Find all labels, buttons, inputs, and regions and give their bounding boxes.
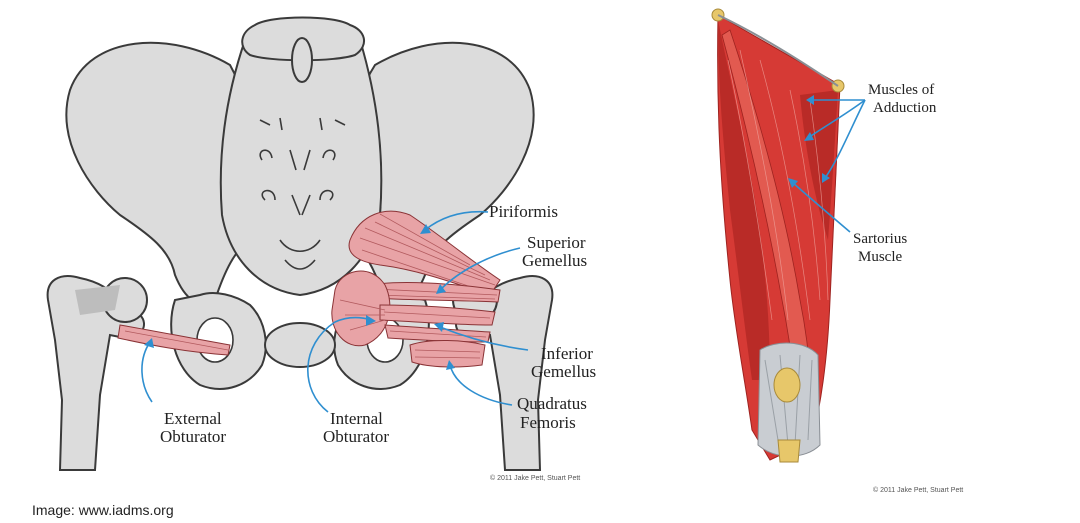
adduction-arrowhead-3	[822, 173, 830, 183]
label-adduction-line1: Muscles of	[868, 82, 934, 98]
inguinal-ligament	[717, 14, 839, 87]
label-quadratus-femoris-line2: Femoris	[520, 413, 576, 432]
label-sartorius-line1: Sartorius	[853, 231, 907, 247]
spinous-process	[291, 37, 313, 83]
label-piriformis: Piriformis	[489, 202, 558, 221]
sacral-crest	[289, 149, 311, 216]
label-inferior-gemellus-line2: Gemellus	[531, 362, 596, 381]
pelvis-copyright: © 2011 Jake Pett, Stuart Pett	[490, 474, 580, 482]
inferior-gemellus-arrow	[439, 326, 529, 351]
thigh-fibers	[727, 49, 829, 321]
superior-gemellus-arrowhead	[436, 284, 446, 294]
label-superior-gemellus-line2: Gemellus	[522, 251, 587, 270]
piriformis-arrowhead	[420, 224, 431, 234]
superior-gemellus-muscle	[369, 282, 501, 303]
thigh-illustration: Muscles of Adduction Sartorius Muscle © …	[711, 8, 963, 494]
coccyx-lines	[279, 239, 321, 270]
external-obturator-arrowhead	[144, 338, 154, 348]
tibial-tuberosity	[777, 439, 801, 463]
label-superior-gemellus-line1: Superior	[527, 233, 586, 252]
internal-obturator-arrow	[307, 316, 373, 413]
quadratus-femoris-arrowhead	[446, 360, 455, 370]
adduction-arrow-2	[807, 99, 866, 139]
label-external-obturator-line2: Obturator	[160, 427, 226, 446]
superior-gemellus-arrow	[439, 247, 521, 291]
internal-obturator-arrowhead	[366, 315, 376, 326]
adductor-group	[800, 90, 838, 240]
label-external-obturator-line1: External	[164, 409, 222, 428]
inferior-gemellus-arrowhead	[434, 322, 444, 332]
label-sartorius-line2: Muscle	[858, 249, 903, 265]
sacral-foramina-row1	[259, 117, 346, 131]
label-inferior-gemellus-line1: Inferior	[541, 344, 593, 363]
left-hip-joint-shadow	[75, 285, 120, 315]
label-internal-obturator-line1: Internal	[330, 409, 383, 428]
external-obturator-arrow	[141, 341, 153, 403]
sartorius-arrowhead	[788, 178, 798, 188]
quadratus-femoris-muscle	[409, 339, 486, 368]
patella	[773, 367, 801, 403]
image-credit: Image: www.iadms.org	[32, 502, 174, 518]
adduction-arrow-3	[824, 99, 866, 179]
piriformis-muscle	[348, 210, 501, 296]
piriformis-arrow	[424, 210, 489, 231]
sartorius-arrow	[791, 181, 851, 233]
label-internal-obturator-line2: Obturator	[323, 427, 389, 446]
pelvis-illustration: Piriformis Superior Gemellus Inferior Ge…	[46, 16, 596, 482]
pubic-symphysis	[264, 322, 336, 368]
inferior-gemellus-muscle	[384, 324, 491, 343]
external-obturator-muscle	[117, 324, 231, 356]
label-quadratus-femoris-line1: Quadratus	[517, 394, 587, 413]
sacral-foramina-row2	[259, 149, 336, 161]
internal-obturator-muscle	[331, 270, 496, 347]
adduction-arrowhead-1	[806, 95, 814, 105]
adduction-arrowhead-2	[804, 132, 814, 141]
thigh-copyright: © 2011 Jake Pett, Stuart Pett	[873, 486, 963, 494]
sacral-foramina-row3	[261, 189, 334, 201]
quadratus-femoris-arrow	[449, 364, 513, 406]
label-adduction-line2: Adduction	[873, 100, 937, 116]
vastus-lateralis	[718, 20, 770, 380]
